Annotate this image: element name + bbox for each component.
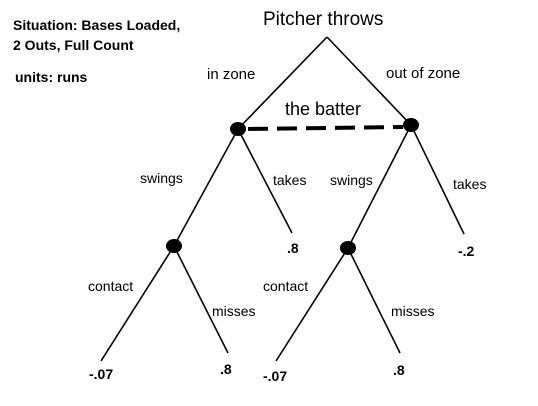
- edge-in-zone: [237, 36, 328, 130]
- edge-right-swings: [347, 124, 412, 249]
- left-misses-payoff: .8: [220, 361, 232, 377]
- node-swing-in-zone: [166, 239, 182, 253]
- right-misses-label: misses: [391, 303, 435, 319]
- left-swings-label: swings: [140, 170, 183, 186]
- tree-edges: [100, 36, 465, 362]
- edge-left-misses: [173, 245, 229, 354]
- left-contact-payoff: -.07: [89, 366, 113, 382]
- right-contact-payoff: -.07: [263, 368, 287, 384]
- information-set-label: the batter: [285, 99, 361, 119]
- situation-line-2: 2 Outs, Full Count: [13, 37, 134, 53]
- units-label: units: runs: [15, 69, 88, 85]
- edge-right-takes: [410, 124, 465, 235]
- edge-left-contact: [100, 245, 175, 362]
- right-swings-label: swings: [330, 172, 373, 188]
- right-contact-label: contact: [263, 278, 308, 294]
- information-set-line: [247, 125, 404, 131]
- out-of-zone-label: out of zone: [386, 65, 460, 82]
- decision-nodes: [166, 118, 419, 255]
- node-batter-out-of-zone: [403, 118, 419, 132]
- edge-right-contact: [275, 247, 349, 362]
- left-takes-label: takes: [273, 172, 306, 188]
- left-misses-label: misses: [212, 303, 256, 319]
- in-zone-label: in zone: [207, 66, 255, 83]
- edge-left-takes: [237, 128, 293, 234]
- edge-left-swings: [173, 128, 239, 247]
- root-label: Pitcher throws: [263, 9, 383, 30]
- node-swing-out-of-zone: [340, 241, 356, 255]
- edge-right-misses: [347, 247, 401, 354]
- left-contact-label: contact: [88, 278, 133, 294]
- left-takes-payoff: .8: [287, 240, 299, 256]
- edge-out-of-zone: [326, 36, 412, 126]
- node-batter-in-zone: [230, 122, 246, 136]
- situation-line-1: Situation: Bases Loaded,: [13, 17, 180, 33]
- right-misses-payoff: .8: [393, 362, 405, 378]
- right-takes-label: takes: [453, 176, 486, 192]
- right-takes-payoff: -.2: [458, 243, 475, 259]
